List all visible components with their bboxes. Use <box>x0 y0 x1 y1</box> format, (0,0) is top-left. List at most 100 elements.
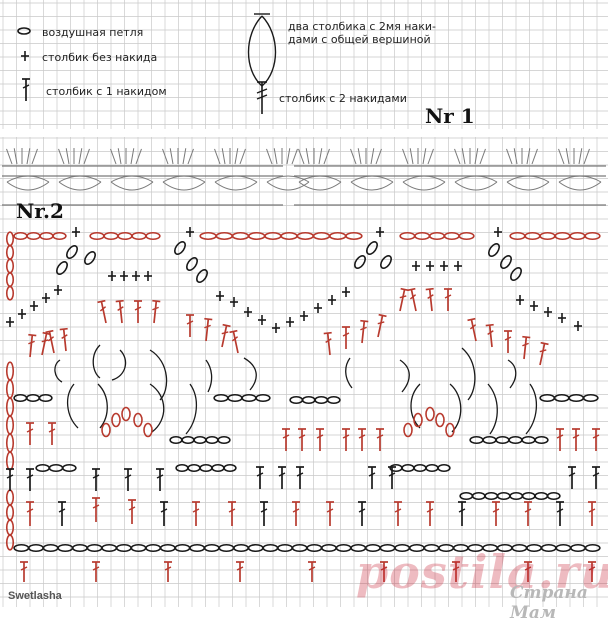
dc-stitch-symbol <box>28 333 37 358</box>
chain-stitch-symbol <box>130 543 147 553</box>
chain-stitch-symbol <box>320 543 337 553</box>
chain-stitch-symbol <box>425 406 435 422</box>
chain-stitch-symbol <box>428 231 446 241</box>
chain-stitch-symbol <box>584 231 601 241</box>
dc-stitch-symbol <box>97 299 107 324</box>
chain-stitch-symbol <box>5 272 15 288</box>
chain-stitch-symbol <box>521 491 536 501</box>
chain-stitch-symbol <box>539 393 556 403</box>
dc2tog-stitch-symbol <box>507 359 517 389</box>
sc-stitch-symbol <box>30 301 38 311</box>
dc-stitch-symbol <box>556 501 564 526</box>
chain-stitch-symbol <box>554 231 571 241</box>
dc-stitch-symbol <box>377 313 387 338</box>
chain-stitch-symbol <box>27 543 44 553</box>
dc-stitch-symbol <box>236 561 244 582</box>
chain-stitch-symbol <box>111 412 121 428</box>
chain-stitch-symbol <box>326 395 341 405</box>
dc-stitch-symbol <box>358 428 366 451</box>
dc-stitch-symbol <box>92 561 100 582</box>
dc-stitch-symbol <box>556 428 564 451</box>
chain-stitch-symbol <box>5 258 15 274</box>
chain-stitch-symbol <box>484 491 499 501</box>
legend-dc2tog-label: два столбика с 2мя наки- дами с общей ве… <box>288 20 437 46</box>
sc-stitch-symbol <box>530 301 538 311</box>
chain-stitch-symbol <box>227 393 243 403</box>
dc-stitch-symbol <box>368 466 376 489</box>
dc-stitch-symbol <box>160 501 168 526</box>
dc-stitch-symbol <box>156 468 164 491</box>
chain-stitch-symbol <box>5 451 15 471</box>
sc-stitch-symbol <box>230 297 238 307</box>
sc-stitch-symbol <box>300 311 308 321</box>
chain-stitch-symbol <box>280 231 298 241</box>
chain-stitch-symbol <box>115 543 132 553</box>
chain-stitch-symbol <box>521 435 536 445</box>
dc-stitch-symbol <box>452 561 460 582</box>
chain-stitch-symbol <box>262 543 279 553</box>
dc-stitch-symbol <box>592 428 600 451</box>
chain-stitch-symbol <box>89 231 105 241</box>
dc-stitch-symbol <box>228 501 236 526</box>
sc-stitch-symbol <box>42 293 50 303</box>
chain-stitch-symbol <box>471 491 486 501</box>
dc2tog-stitch-symbol <box>111 349 127 381</box>
watermark-brand: postila.ru <box>356 545 608 599</box>
dc-stitch-symbol <box>323 331 332 356</box>
sc-stitch-symbol <box>272 323 280 333</box>
sc-stitch-symbol <box>342 287 350 297</box>
dc2tog-stitch-symbol <box>461 347 476 401</box>
dc-stitch-symbol <box>458 501 466 526</box>
dc-stitch-symbol <box>492 501 500 526</box>
sc-stitch-symbol <box>216 291 224 301</box>
dc-stitch-symbol <box>316 428 324 451</box>
dc-stitch-symbol <box>399 287 409 312</box>
sc-stitch-symbol <box>18 309 26 319</box>
chain-stitch-symbol <box>500 255 512 269</box>
dc-stitch-symbol <box>128 499 136 524</box>
sc-stitch-symbol <box>120 271 128 281</box>
chain-stitch-symbol <box>539 231 556 241</box>
chain-stitch-symbol <box>508 435 523 445</box>
sc-stitch-symbol <box>454 261 462 271</box>
dc-stitch-symbol <box>539 341 549 366</box>
chain-stitch-symbol <box>196 269 208 283</box>
chain-stitch-symbol <box>187 463 201 473</box>
sc-stitch-symbol <box>412 261 420 271</box>
dc-stitch-symbol <box>20 561 28 582</box>
sc-stitch-symbol <box>544 307 552 317</box>
dc-stitch-symbol <box>229 329 239 354</box>
chain-stitch-symbol <box>582 393 599 403</box>
chain-stitch-symbol <box>86 543 103 553</box>
dc-stitch-symbol <box>572 428 580 451</box>
chain-stitch-symbol <box>443 231 460 241</box>
dc2tog-stitch-symbol <box>67 383 79 429</box>
chain-stitch-symbol <box>584 543 601 553</box>
dc-stitch-symbol <box>6 468 14 491</box>
dc-stitch-symbol <box>22 78 30 101</box>
dc-stitch-symbol <box>26 468 34 491</box>
chain-stitch-symbol <box>247 231 266 241</box>
dc-stitch-symbol <box>26 501 34 526</box>
sc-stitch-symbol <box>516 295 524 305</box>
chain-stitch-symbol <box>62 463 77 473</box>
dc2tog-stitch-symbol <box>345 357 353 389</box>
chain-stitch-symbol <box>143 422 153 438</box>
dc-stitch-symbol <box>380 561 388 582</box>
chain-stitch-symbol <box>5 361 15 381</box>
chain-stitch-symbol <box>145 231 161 241</box>
chain-stitch-symbol <box>145 543 162 553</box>
sc-stitch-symbol <box>258 315 266 325</box>
chain-stitch-symbol <box>17 27 31 35</box>
chain-stitch-symbol <box>403 422 413 438</box>
chain-stitch-symbol <box>5 534 15 551</box>
chain-stitch-symbol <box>306 543 323 553</box>
chain-stitch-symbol <box>354 255 366 269</box>
chain-stitch-symbol <box>5 433 15 453</box>
dc-stitch-symbol <box>444 288 452 311</box>
dc-stitch-symbol <box>282 428 290 451</box>
chain-stitch-symbol <box>5 379 15 399</box>
chain-stitch-symbol <box>169 435 183 445</box>
dc-stitch-symbol <box>260 501 268 526</box>
sc-stitch-symbol <box>314 303 322 313</box>
